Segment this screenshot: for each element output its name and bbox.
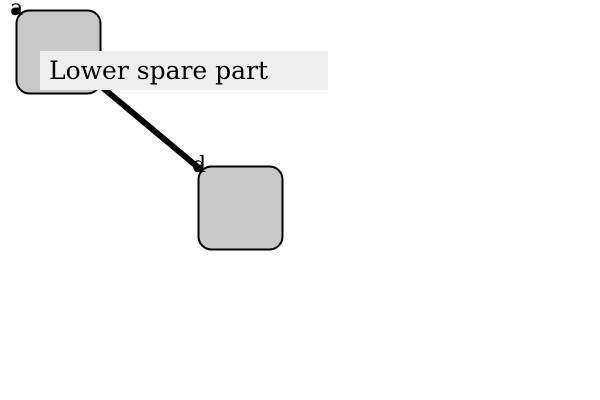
node-d-label: d: [192, 153, 207, 178]
node-a-label: a: [10, 0, 24, 21]
edge-a-d[interactable]: [101, 85, 202, 172]
edge-endpoint-d: [196, 164, 204, 172]
tooltip: Lower spare part: [40, 51, 328, 90]
edge-endpoint-a: [12, 7, 20, 15]
node-d[interactable]: [197, 165, 284, 251]
tooltip-text: Lower spare part: [49, 56, 269, 85]
